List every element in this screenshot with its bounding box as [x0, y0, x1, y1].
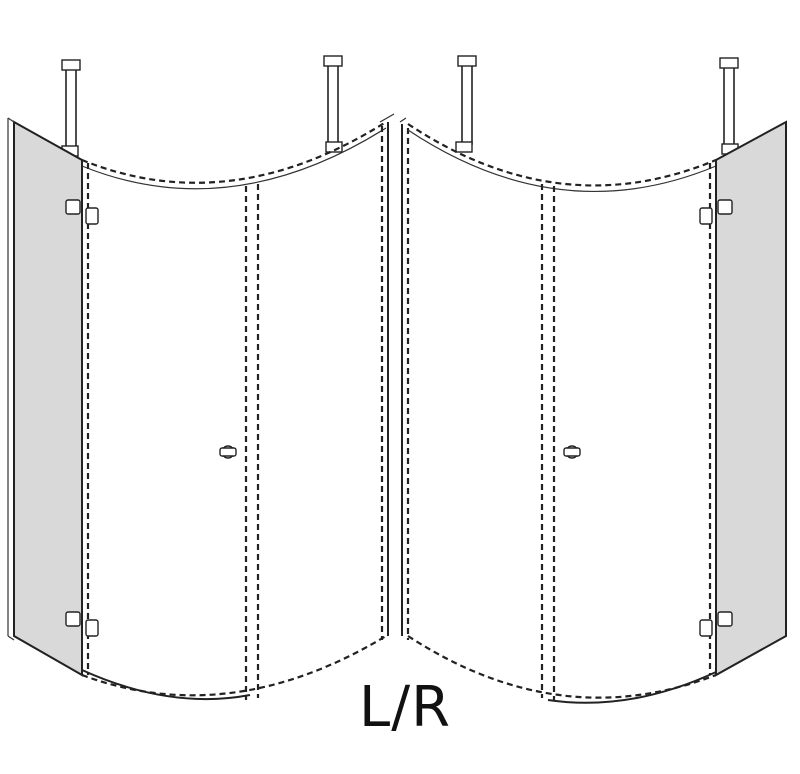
left-support-rod-1	[61, 59, 81, 157]
right-top-curve	[407, 123, 717, 187]
left-hinge-bottom	[65, 611, 99, 637]
left-top-curve	[81, 121, 387, 184]
right-door-knob-icon	[563, 445, 581, 459]
right-support-rod-1	[455, 55, 477, 153]
right-enclosure	[399, 55, 787, 704]
left-enclosure	[7, 55, 395, 701]
left-hinge-top	[65, 199, 99, 225]
right-hinge-top	[699, 199, 733, 225]
variant-caption: L/R	[359, 675, 451, 740]
left-support-rod-2	[323, 55, 343, 153]
right-support-rod-2	[719, 57, 739, 155]
right-fixed-panel	[715, 120, 787, 677]
right-hinge-bottom	[699, 611, 733, 637]
left-door-knob-icon	[219, 445, 237, 459]
left-bottom-curve	[81, 635, 387, 697]
